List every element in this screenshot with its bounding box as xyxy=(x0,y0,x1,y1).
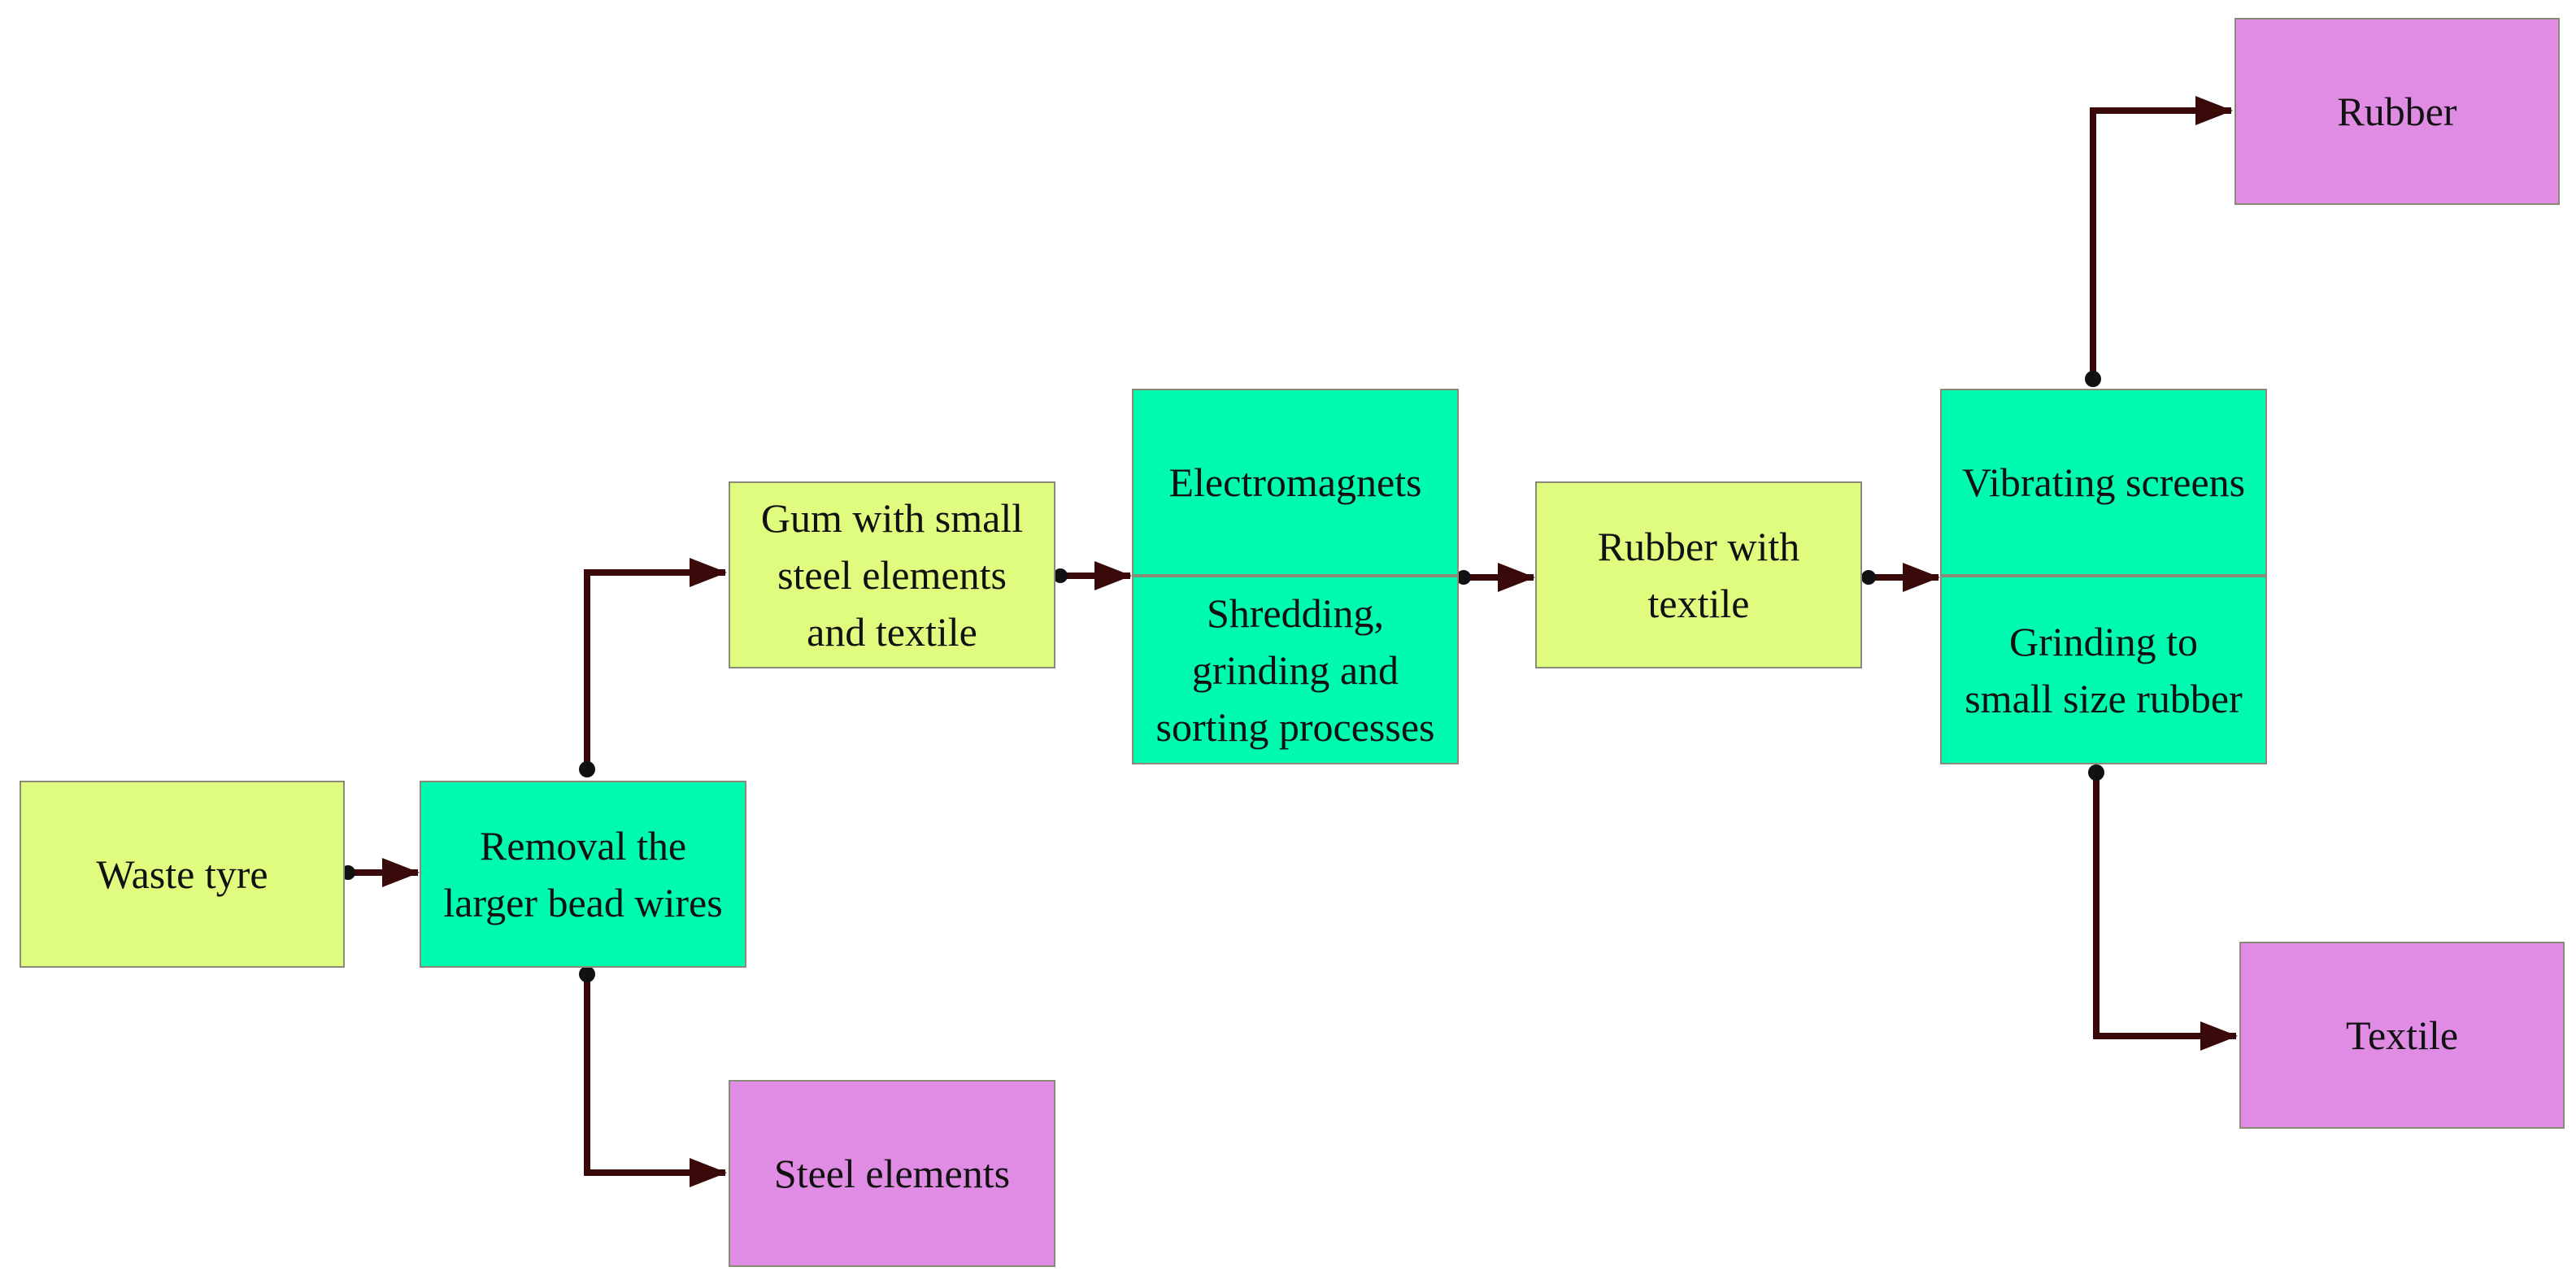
node-rubber-with-textile-label: Rubber with textile xyxy=(1597,524,1800,626)
node-shredding-grinding-sorting-label: Shredding, grinding and sorting processe… xyxy=(1155,590,1435,750)
node-electromagnets: Electromagnets xyxy=(1132,389,1459,576)
arrow-rubber-textile-to-screens xyxy=(1861,563,1940,592)
node-steel-elements-label: Steel elements xyxy=(773,1151,1011,1196)
node-steel-elements: Steel elements xyxy=(729,1080,1055,1267)
node-rubber-label: Rubber xyxy=(2337,89,2457,134)
node-vibrating-screens: Vibrating screens xyxy=(1940,389,2267,576)
node-rubber: Rubber xyxy=(2234,18,2560,205)
arrow-gum-to-electromagnets xyxy=(1053,561,1132,590)
node-removal-bead-wires: Removal the larger bead wires xyxy=(420,781,746,968)
node-textile-label: Textile xyxy=(2345,1012,2459,1058)
node-shredding-grinding-sorting: Shredding, grinding and sorting processe… xyxy=(1132,576,1459,764)
arrow-screens-to-rubber xyxy=(2085,96,2233,387)
arrow-removal-to-gum xyxy=(579,558,727,777)
arrow-electromagnets-to-rubber-textile xyxy=(1456,563,1535,592)
node-rubber-with-textile: Rubber with textile xyxy=(1535,481,1862,668)
node-vibrating-screens-label: Vibrating screens xyxy=(1961,459,2246,505)
arrow-grinding-to-textile xyxy=(2088,764,2238,1051)
arrow-removal-to-steel xyxy=(579,966,727,1187)
node-electromagnets-label: Electromagnets xyxy=(1168,459,1422,505)
arrow-waste-to-removal xyxy=(341,858,420,887)
node-removal-bead-wires-label: Removal the larger bead wires xyxy=(443,823,723,925)
node-waste-tyre-label: Waste tyre xyxy=(96,851,268,897)
node-waste-tyre: Waste tyre xyxy=(20,781,345,968)
node-grinding-small-rubber-label: Grinding to small size rubber xyxy=(1965,619,2243,721)
node-grinding-small-rubber: Grinding to small size rubber xyxy=(1940,576,2267,764)
node-textile: Textile xyxy=(2239,942,2565,1129)
node-gum-steel-textile: Gum with small steel elements and textil… xyxy=(729,481,1055,668)
node-gum-steel-textile-label: Gum with small steel elements and textil… xyxy=(760,495,1024,655)
